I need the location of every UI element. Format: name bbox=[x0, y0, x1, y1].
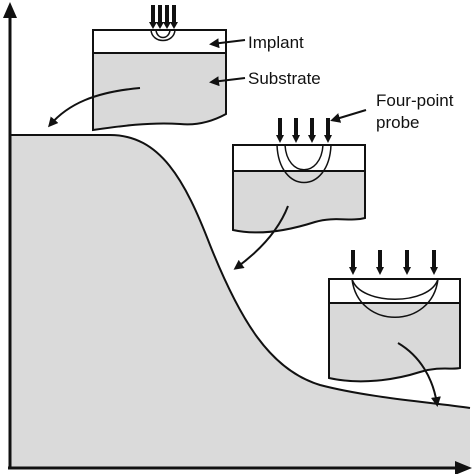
sample-3-substrate bbox=[328, 302, 461, 383]
probe-label-line2: probe bbox=[376, 113, 419, 132]
sample-2 bbox=[232, 118, 366, 270]
sample-1-probe bbox=[149, 5, 178, 29]
probe-tip bbox=[149, 22, 157, 29]
probe-tip bbox=[376, 267, 384, 275]
sample-2-implant-profile-inner bbox=[284, 144, 324, 171]
probe-tip bbox=[156, 22, 164, 29]
sheet-resistance-curve bbox=[10, 134, 471, 409]
sample-3-implant-profile bbox=[351, 278, 439, 318]
sample-1 bbox=[48, 5, 227, 132]
probe-pin bbox=[294, 118, 298, 136]
sample-3-arrow bbox=[397, 342, 441, 407]
probe-tip bbox=[403, 267, 411, 275]
sample-1-implant-layer bbox=[92, 29, 227, 54]
probe-pin bbox=[326, 118, 330, 136]
probe-tip bbox=[430, 267, 438, 275]
probe-tip bbox=[276, 135, 284, 143]
probe-pin bbox=[158, 5, 162, 23]
sample-2-implant-layer bbox=[232, 144, 366, 172]
probe-tip bbox=[349, 267, 357, 275]
substrate-label: Substrate bbox=[248, 69, 321, 88]
x-axis-arrowhead bbox=[455, 461, 472, 474]
probe-pin bbox=[278, 118, 282, 136]
probe-pin bbox=[310, 118, 314, 136]
substrate-leader-arrow bbox=[209, 76, 246, 87]
sample-1-arrow bbox=[48, 87, 141, 128]
probe-pin bbox=[405, 250, 409, 268]
sample-1-implant-profile bbox=[150, 29, 176, 42]
probe-pin bbox=[351, 250, 355, 268]
y-axis-arrowhead bbox=[3, 2, 17, 18]
probe-tip bbox=[170, 22, 178, 29]
probe-pin bbox=[165, 5, 169, 23]
probe-tip bbox=[163, 22, 171, 29]
sample-3-implant-profile-inner bbox=[351, 278, 439, 300]
sample-2-implant-profile bbox=[276, 144, 332, 184]
probe-pin bbox=[172, 5, 176, 23]
implant-label: Implant bbox=[248, 33, 304, 52]
sample-1-implant-profile-inner bbox=[155, 29, 171, 39]
probe-tip bbox=[308, 135, 316, 143]
probe-pin bbox=[378, 250, 382, 268]
implant-leader-arrow bbox=[209, 38, 246, 49]
sample-2-substrate bbox=[232, 170, 366, 234]
sample-3 bbox=[328, 250, 461, 407]
sample-3-probe bbox=[349, 250, 438, 275]
probe-pin bbox=[432, 250, 436, 268]
sheet-resistance-curve-area bbox=[10, 135, 470, 468]
probe-pin bbox=[151, 5, 155, 23]
probe-leader-arrow bbox=[330, 109, 367, 123]
sample-2-arrow bbox=[233, 205, 289, 270]
probe-tip bbox=[324, 135, 332, 143]
sample-2-probe bbox=[276, 118, 332, 143]
probe-label-line1: Four-point bbox=[376, 91, 454, 110]
sample-1-substrate bbox=[92, 52, 227, 132]
probe-tip bbox=[292, 135, 300, 143]
